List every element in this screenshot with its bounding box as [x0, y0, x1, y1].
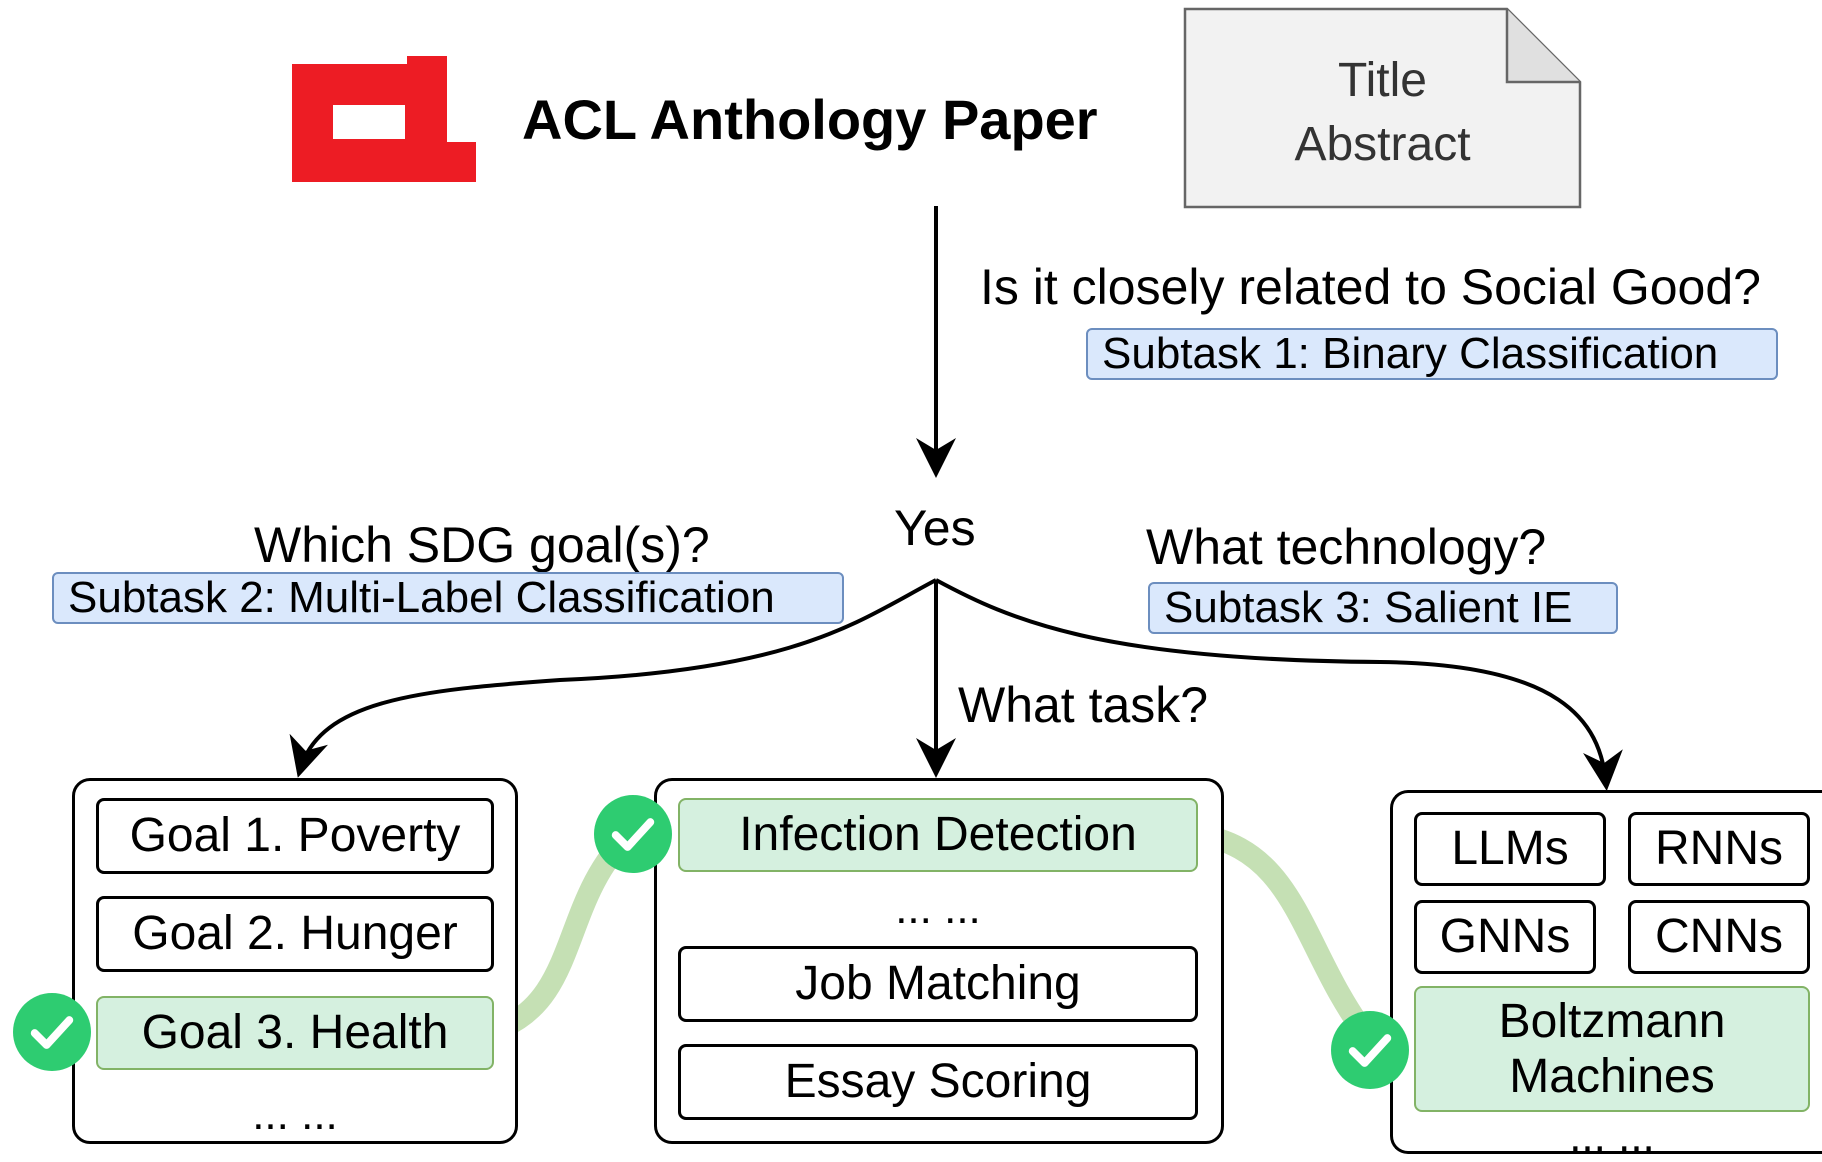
goal-item: Goal 1. Poverty — [96, 798, 494, 874]
subtask-1-tag: Subtask 1: Binary Classification — [1086, 328, 1778, 380]
goals-ellipsis: ... ... — [252, 1090, 338, 1139]
task-item-selected: Infection Detection — [678, 798, 1198, 872]
arrow-to-goals — [289, 578, 937, 778]
social-good-question: Is it closely related to Social Good? — [980, 259, 1761, 315]
check-icon — [594, 795, 672, 873]
check-icon — [13, 993, 91, 1071]
technology-item: CNNs — [1628, 900, 1810, 974]
connector-infection-to-boltzmann — [1185, 823, 1381, 1051]
subtask-3-tag: Subtask 3: Salient IE — [1148, 582, 1618, 634]
task-item: Essay Scoring — [678, 1044, 1198, 1120]
answer-yes: Yes — [894, 500, 976, 556]
tasks-ellipsis: ... ... — [895, 884, 981, 933]
document-fold — [1505, 9, 1580, 84]
arrow-to-technologies — [935, 578, 1623, 791]
goal-item: Goal 2. Hunger — [96, 896, 494, 972]
technology-item: LLMs — [1414, 812, 1606, 886]
document-shape — [1183, 7, 1582, 209]
technology-question: What technology? — [1146, 519, 1547, 575]
acl-logo — [292, 56, 476, 182]
subtask-2-tag: Subtask 2: Multi-Label Classification — [52, 572, 844, 624]
task-question: What task? — [958, 677, 1209, 733]
check-icon — [1331, 1011, 1409, 1089]
sdg-question: Which SDG goal(s)? — [254, 517, 710, 573]
paper-title: ACL Anthology Paper — [522, 88, 1098, 151]
document-label-abstract: Abstract — [1294, 118, 1471, 171]
technology-item: GNNs — [1414, 900, 1596, 974]
document-label-title: Title — [1338, 54, 1427, 107]
goal-item-selected: Goal 3. Health — [96, 996, 494, 1070]
technology-item: RNNs — [1628, 812, 1810, 886]
logo-cutout — [333, 105, 405, 139]
task-item: Job Matching — [678, 946, 1198, 1022]
logo-block-top — [407, 56, 447, 86]
technologies-ellipsis: ... ... — [1569, 1112, 1655, 1161]
technology-item-selected: Boltzmann Machines — [1414, 986, 1810, 1112]
logo-cutout-right — [447, 56, 476, 142]
